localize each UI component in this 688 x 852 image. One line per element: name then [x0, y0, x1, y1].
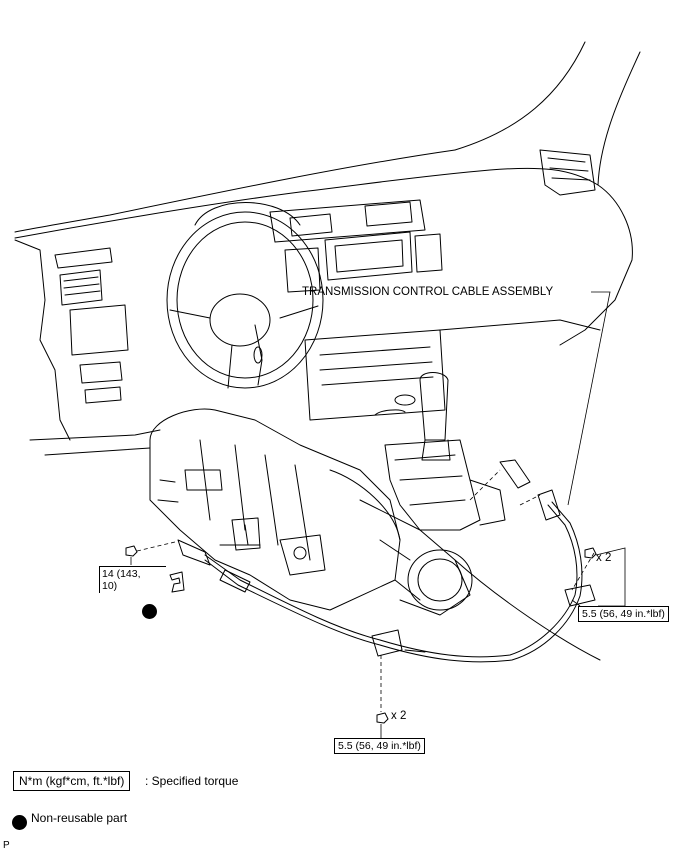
nut-left	[125, 545, 138, 557]
torque-box-bottom: 5.5 (56, 49 in.*lbf)	[334, 738, 425, 754]
leader-assembly	[567, 291, 611, 506]
torque-box-right: 5.5 (56, 49 in.*lbf)	[578, 606, 669, 622]
legend-torque-desc: : Specified torque	[145, 774, 239, 788]
windshield-outline	[14, 41, 641, 239]
legend-torque-unit: N*m (kgf*cm, ft.*lbf)	[13, 771, 131, 791]
nut-right	[584, 547, 597, 559]
torque-box-left: 14 (143, 10)	[99, 566, 166, 593]
legend-nonreusable-dot	[12, 815, 27, 830]
cable-assembly-label: TRANSMISSION CONTROL CABLE ASSEMBLY	[302, 286, 554, 298]
transmission	[149, 408, 473, 616]
shift-lever	[374, 372, 506, 531]
leader-right-bolt	[571, 552, 595, 591]
leader-shift-end	[469, 469, 501, 501]
footer-mark: P	[3, 840, 10, 851]
dashboard-outline	[14, 149, 633, 456]
nonreusable-marker-diagram	[142, 604, 157, 619]
legend-nonreusable-desc: Non-reusable part	[31, 811, 128, 825]
torque-left-line1: 14 (143,	[102, 568, 141, 580]
steering-wheel	[166, 202, 324, 389]
qty-right-label: x 2	[596, 552, 612, 564]
nut-bottom	[376, 712, 389, 724]
leader-right-box-2	[571, 599, 581, 607]
clip-part	[169, 571, 185, 593]
torque-left-line2: 10)	[102, 580, 118, 592]
transmission-control-cable	[177, 459, 596, 663]
leader-shift-end-2	[519, 494, 541, 506]
qty-bottom-label: x 2	[391, 710, 407, 722]
floor-outline	[454, 559, 601, 661]
leader-left-bolt	[136, 541, 176, 552]
